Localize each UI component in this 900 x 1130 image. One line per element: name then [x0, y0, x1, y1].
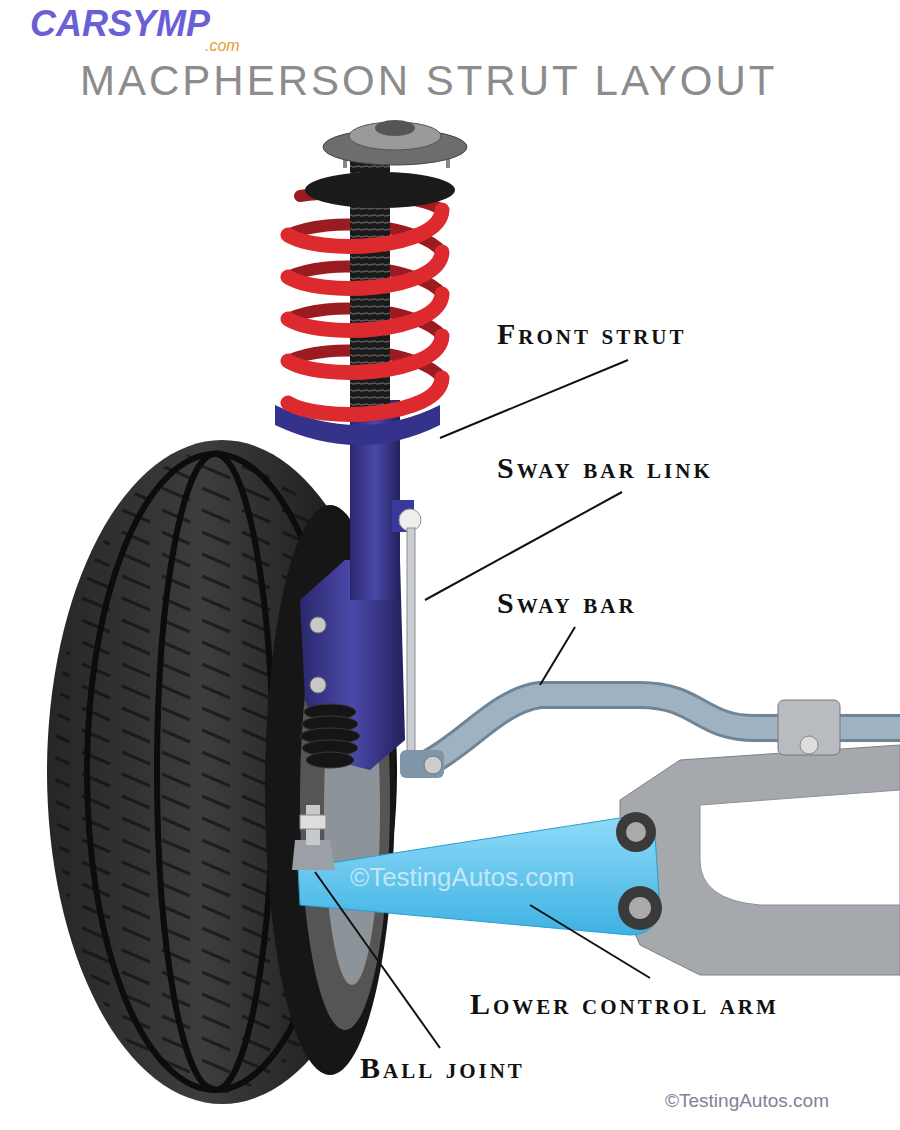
logo-text: CARSYMP: [30, 2, 210, 45]
lower-control-arm: [629, 897, 651, 919]
sway-bar-bushing: [778, 700, 840, 755]
sway-bar-link: [400, 750, 444, 778]
sway-bar: [430, 695, 900, 762]
part-label: Ball joint: [360, 1050, 525, 1086]
lower-control-arm: [616, 812, 656, 852]
top-mount: [305, 172, 455, 208]
logo-text: .com: [205, 36, 240, 55]
spring-front-coils: [288, 210, 442, 246]
sway-bar-link: [399, 509, 444, 778]
subframe: [700, 790, 900, 905]
subframe: [620, 745, 900, 975]
leader-line: [530, 905, 650, 978]
steering-knuckle: [310, 677, 326, 693]
part-label: Sway bar: [497, 585, 637, 621]
tire: [47, 440, 397, 1104]
sway-bar: [430, 695, 900, 762]
spring-front-coils: [288, 210, 442, 414]
spring-front-coils: [288, 378, 442, 414]
ball-joint: [292, 805, 335, 870]
leader-line: [315, 872, 440, 1048]
top-mount: [375, 120, 415, 136]
sway-bar-link: [424, 756, 442, 774]
lower-control-arm: [298, 812, 662, 935]
diagram-title: MACPHERSON STRUT LAYOUT: [80, 56, 778, 106]
tire: [47, 440, 397, 1104]
spring-front-coils: [288, 336, 442, 372]
ball-joint: [300, 815, 326, 829]
lower-control-arm: [618, 886, 662, 930]
subframe: [620, 745, 900, 975]
spring-front-coils: [288, 252, 442, 288]
sway-bar: [430, 695, 900, 762]
spring-front-coils: [288, 294, 442, 330]
part-label: Sway bar link: [497, 450, 713, 486]
lower-control-arm: [298, 818, 660, 935]
cv-boot: [300, 704, 360, 768]
steering-knuckle: [310, 617, 326, 633]
leader-line: [440, 360, 628, 438]
leader-line: [540, 627, 575, 685]
part-label: Lower control arm: [470, 986, 779, 1022]
watermark: ©TestingAutos.com: [350, 862, 574, 893]
lower-control-arm: [626, 822, 646, 842]
sway-bar-bushing: [778, 700, 840, 755]
tire: [157, 454, 273, 1090]
sway-bar-bushing: [800, 736, 818, 754]
top-mount: [305, 120, 467, 208]
leader-line: [425, 492, 622, 600]
part-label: Front strut: [497, 316, 687, 352]
copyright-note: ©TestingAutos.com: [665, 1090, 829, 1113]
cv-boot: [306, 752, 354, 768]
sway-bar-link: [407, 528, 415, 756]
